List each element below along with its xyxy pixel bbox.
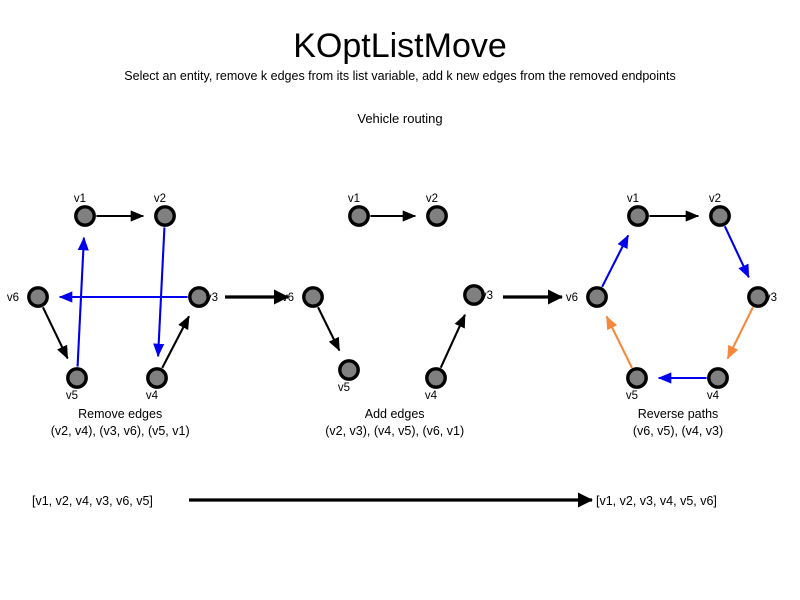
edge-v2-to-v4: [153, 227, 166, 358]
node-label-v1: v1: [348, 193, 360, 205]
graph-node-v1[interactable]: v1: [74, 193, 96, 227]
node-label-v4: v4: [146, 390, 159, 402]
node-circle-v3[interactable]: [747, 286, 769, 308]
node-label-v5: v5: [66, 390, 78, 402]
graph-node-v2[interactable]: v2: [426, 193, 448, 227]
node-circle-v6[interactable]: [27, 286, 49, 308]
node-circle-v5[interactable]: [626, 367, 648, 389]
panel-caption-title-remove: Remove edges: [78, 407, 162, 421]
panel-caption-title-add: Add edges: [365, 407, 425, 421]
footer-layer: [v1, v2, v4, v3, v6, v5] [v1, v2, v3, v4,…: [32, 492, 717, 508]
node-circle-v4[interactable]: [146, 367, 168, 389]
panel-caption-detail-remove: (v2, v4), (v3, v6), (v5, v1): [51, 424, 190, 438]
captions-layer: Remove edges (v2, v4), (v3, v6), (v5, v1)…: [51, 407, 723, 438]
domain-label: Vehicle routing: [357, 111, 443, 126]
node-label-v1: v1: [74, 193, 86, 205]
before-list-text: [v1, v2, v4, v3, v6, v5]: [32, 494, 153, 508]
nodes-layer: v1 v2 v3 v4 v5 v6 v1 v2 v3 v4 v5 v6 v1 v2 v3 v4 v5 v6: [7, 193, 777, 402]
edge-v5-to-v6: [605, 315, 633, 369]
node-circle-v1[interactable]: [627, 205, 649, 227]
graph-node-v3[interactable]: v3: [188, 286, 218, 308]
graph-node-v1[interactable]: v1: [627, 193, 649, 227]
node-label-v1: v1: [627, 193, 639, 205]
graph-node-v1[interactable]: v1: [348, 193, 370, 227]
edge-v4-to-v3: [439, 313, 466, 369]
node-label-v3: v3: [206, 292, 218, 304]
edges-layer: [41, 210, 754, 384]
graph-node-v3[interactable]: v3: [463, 284, 493, 306]
graph-node-v6[interactable]: v6: [566, 286, 608, 308]
node-label-v2: v2: [154, 193, 166, 205]
graph-node-v2[interactable]: v2: [154, 193, 176, 227]
node-circle-v6[interactable]: [302, 286, 324, 308]
graph-node-v3[interactable]: v3: [747, 286, 777, 308]
graph-node-v2[interactable]: v2: [709, 193, 731, 227]
node-circle-v4[interactable]: [707, 367, 729, 389]
graph-node-v4[interactable]: v4: [146, 367, 168, 402]
edge-v2-to-v3: [723, 225, 750, 279]
graph-node-v4[interactable]: v4: [707, 367, 729, 402]
edge-v3-to-v4: [726, 306, 754, 360]
node-label-v4: v4: [707, 390, 720, 402]
panel-caption-detail-reverse: (v6, v5), (v4, v3): [633, 424, 723, 438]
node-circle-v6[interactable]: [586, 286, 608, 308]
edge-v6-to-v5: [317, 306, 341, 352]
node-circle-v2[interactable]: [154, 205, 176, 227]
graph-node-v5[interactable]: v5: [626, 367, 648, 402]
node-label-v6: v6: [566, 292, 578, 304]
node-label-v4: v4: [425, 390, 438, 402]
node-label-v6: v6: [282, 292, 294, 304]
node-circle-v5[interactable]: [66, 367, 88, 389]
node-circle-v3[interactable]: [463, 284, 485, 306]
graph-node-v5[interactable]: v5: [66, 367, 88, 402]
edge-v4-to-v3: [161, 315, 190, 369]
panel-caption-detail-add: (v2, v3), (v4, v5), (v6, v1): [325, 424, 464, 438]
node-circle-v4[interactable]: [425, 367, 447, 389]
graph-node-v5[interactable]: v5: [338, 359, 360, 394]
node-circle-v2[interactable]: [426, 205, 448, 227]
graph-node-v4[interactable]: v4: [425, 367, 447, 402]
edge-v5-to-v1: [76, 236, 89, 367]
node-label-v6: v6: [7, 292, 19, 304]
graph-node-v6[interactable]: v6: [7, 286, 49, 308]
node-label-v3: v3: [765, 292, 777, 304]
node-circle-v2[interactable]: [709, 205, 731, 227]
node-circle-v3[interactable]: [188, 286, 210, 308]
panel-caption-title-reverse: Reverse paths: [638, 407, 719, 421]
node-label-v5: v5: [338, 382, 350, 394]
node-circle-v1[interactable]: [348, 205, 370, 227]
graph-node-v6[interactable]: v6: [282, 286, 324, 308]
node-circle-v1[interactable]: [74, 205, 96, 227]
node-label-v2: v2: [709, 193, 721, 205]
node-label-v5: v5: [626, 390, 638, 402]
node-label-v3: v3: [481, 290, 493, 302]
node-circle-v5[interactable]: [338, 359, 360, 381]
page-title: KOptListMove: [293, 27, 507, 65]
after-list-text: [v1, v2, v3, v4, v5, v6]: [596, 494, 717, 508]
edge-v6-to-v5: [41, 306, 69, 360]
node-label-v2: v2: [426, 193, 438, 205]
page-subtitle: Select an entity, remove k edges from it…: [124, 69, 676, 83]
edge-v6-to-v1: [601, 234, 630, 288]
